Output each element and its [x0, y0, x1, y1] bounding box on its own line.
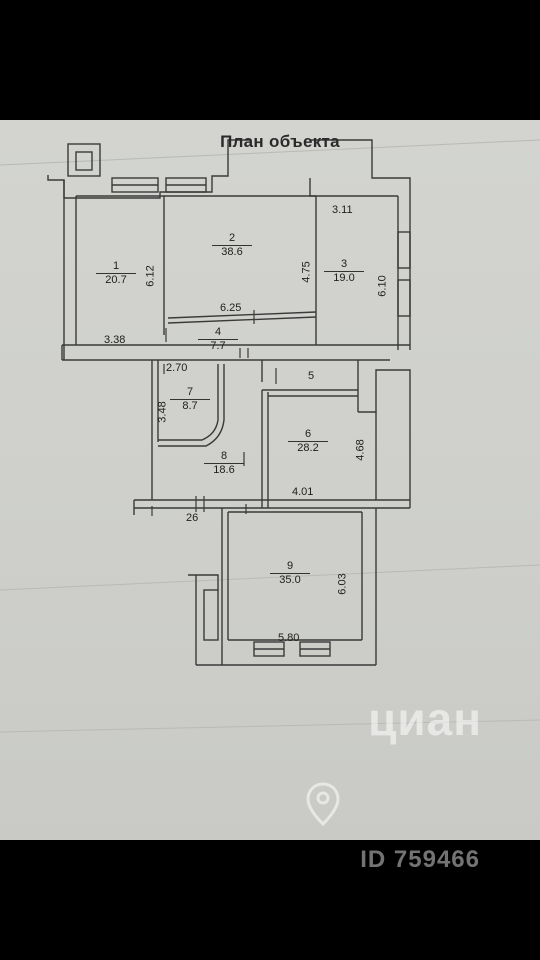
dim-3-11: 3.11 — [332, 204, 353, 216]
room-7-area: 8.7 — [182, 400, 198, 412]
location-pin-icon — [306, 782, 340, 826]
dim-2-70: 2.70 — [166, 362, 188, 374]
walls — [47, 139, 411, 666]
room-9-number: 9 — [270, 560, 310, 574]
room-1-number: 1 — [96, 260, 136, 274]
room-1-area: 20.7 — [105, 274, 127, 286]
room-3-number: 3 — [324, 258, 364, 272]
floor-plan-photo: План объекта 1 20.7 2 38.6 3 19.0 4 7.7 … — [0, 120, 540, 840]
dim-6-12: 6.12 — [144, 265, 157, 287]
room-7-number: 7 — [170, 386, 210, 400]
paper-lines — [0, 139, 540, 733]
room-2-area: 38.6 — [221, 246, 243, 258]
watermark-brand: циан — [368, 693, 482, 745]
room-4-area: 7.7 — [210, 340, 226, 352]
room-6-number: 6 — [288, 428, 328, 442]
watermark-id: ID 759466 — [360, 846, 480, 873]
dim-4-68: 4.68 — [354, 439, 367, 461]
room-6-area: 28.2 — [297, 442, 319, 454]
plan-title: План объекта — [220, 132, 340, 151]
dim-3-48: 3.48 — [156, 401, 169, 423]
dim-6-10: 6.10 — [376, 275, 389, 297]
room-3-area: 19.0 — [333, 272, 355, 284]
dim-26: 26 — [186, 512, 199, 524]
room-8-number: 8 — [204, 450, 244, 464]
dim-6-03: 6.03 — [336, 573, 349, 595]
dim-4-01: 4.01 — [292, 486, 314, 498]
dim-3-38: 3.38 — [104, 334, 126, 346]
dim-4-75: 4.75 — [300, 261, 313, 283]
room-4-number: 4 — [198, 326, 238, 340]
dim-5: 5 — [308, 370, 315, 382]
floor-plan-drawing — [0, 139, 540, 733]
room-2-number: 2 — [212, 232, 252, 246]
room-8-area: 18.6 — [213, 464, 235, 476]
door-ticks — [151, 310, 277, 516]
dim-5-80: 5.80 — [278, 632, 300, 644]
room-9-area: 35.0 — [279, 574, 301, 586]
dim-6-25: 6.25 — [220, 302, 242, 314]
